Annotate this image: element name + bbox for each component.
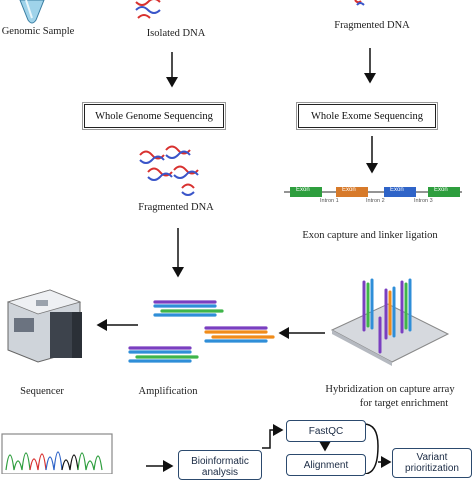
amplification-label: Amplification bbox=[138, 386, 198, 397]
genomic-sample-label: Genomic Sample bbox=[1, 26, 75, 37]
variant-line1: Variant bbox=[416, 452, 448, 463]
exon-block bbox=[336, 187, 368, 197]
isolated-dna-label: Isolated DNA bbox=[146, 28, 206, 39]
variant-prioritization-box: Variant prioritization bbox=[392, 448, 472, 478]
hybridization-label-line2: for target enrichment bbox=[359, 398, 449, 409]
intron-label: Intron 2 bbox=[366, 198, 385, 204]
amplified-fragments-icon bbox=[128, 300, 275, 363]
fragmented-dna-mid-label: Fragmented DNA bbox=[138, 202, 214, 213]
exon-label: Exon bbox=[296, 187, 310, 193]
exon-label: Exon bbox=[390, 187, 404, 193]
arrow-to-fastqc bbox=[262, 424, 284, 449]
sample-tube-icon bbox=[19, 0, 45, 24]
intron-label: Intron 3 bbox=[414, 198, 433, 204]
chromatogram-icon bbox=[1, 433, 113, 474]
variant-line2: prioritization bbox=[405, 463, 459, 474]
bioinformatic-line2: analysis bbox=[201, 466, 239, 478]
bracket bbox=[363, 423, 379, 474]
exon-block bbox=[428, 187, 460, 197]
fragmented-dna-cluster-icon bbox=[139, 145, 199, 196]
exon-capture-label: Exon capture and linker ligation bbox=[302, 230, 438, 241]
exon-block bbox=[290, 187, 322, 197]
intron-label: Intron 1 bbox=[320, 198, 339, 204]
sequencer-label: Sequencer bbox=[20, 386, 64, 397]
alignment-box: Alignment bbox=[286, 454, 366, 476]
isolated-dna-icon bbox=[135, 0, 161, 19]
capture-array-icon bbox=[330, 278, 450, 366]
exon-label: Exon bbox=[342, 187, 356, 193]
fragmented-dna-top-label: Fragmented DNA bbox=[334, 20, 410, 31]
bioinformatic-line1: Bioinformatic bbox=[191, 455, 249, 467]
exon-strip bbox=[284, 187, 462, 197]
bioinformatic-box: Bioinformatic analysis bbox=[178, 450, 262, 480]
wgs-box: Whole Genome Sequencing bbox=[84, 104, 224, 128]
sequencer-icon bbox=[6, 289, 82, 363]
exon-label: Exon bbox=[434, 187, 448, 193]
wes-box: Whole Exome Sequencing bbox=[298, 104, 436, 128]
exon-block bbox=[384, 187, 416, 197]
fastqc-box: FastQC bbox=[286, 420, 366, 442]
hybridization-label-line1: Hybridization on capture array bbox=[325, 384, 455, 395]
fragmented-dna-top-icon bbox=[354, 0, 365, 6]
